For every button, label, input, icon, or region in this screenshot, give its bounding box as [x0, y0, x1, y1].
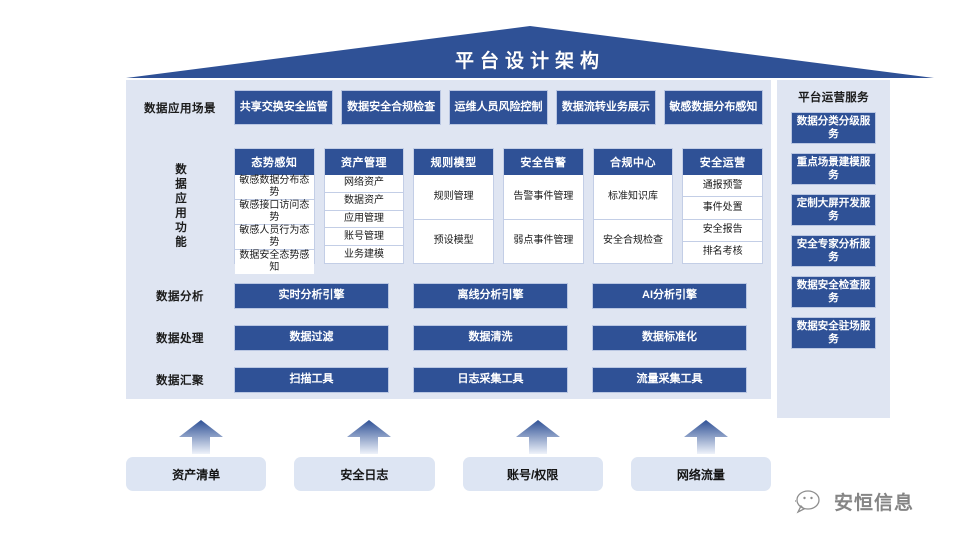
operations-service-item[interactable]: 数据安全检查服务 — [791, 276, 876, 308]
data-source-row: 资产清单 安全日志 账号/权限 网络流量 — [126, 457, 771, 491]
function-cell[interactable]: 事件处置 — [683, 196, 763, 219]
scenario-items: 共享交换安全监管 数据安全合规检查 运维人员风险控制 数据流转业务展示 敏感数据… — [234, 90, 771, 125]
scenario-item[interactable]: 共享交换安全监管 — [234, 90, 334, 125]
column-cells: 告警事件管理 弱点事件管理 — [504, 175, 583, 263]
operations-service-item[interactable]: 数据分类分级服务 — [791, 112, 876, 144]
function-column-compliance: 合规中心 标准知识库 安全合规检查 — [592, 148, 674, 264]
column-cells: 标准知识库 安全合规检查 — [593, 175, 673, 263]
up-arrow-icon — [684, 420, 728, 454]
operations-service-item[interactable]: 数据安全驻场服务 — [791, 317, 876, 349]
operations-service-item[interactable]: 定制大屏开发服务 — [791, 194, 876, 226]
column-header: 规则模型 — [414, 149, 494, 175]
function-cell[interactable]: 敏感数据分布态势 — [235, 175, 314, 199]
function-column-rule: 规则模型 规则管理 预设模型 — [413, 148, 495, 264]
function-cell[interactable]: 告警事件管理 — [504, 175, 583, 219]
column-header: 态势感知 — [235, 149, 314, 175]
function-cell[interactable]: 弱点事件管理 — [504, 218, 583, 263]
wechat-icon — [795, 489, 820, 513]
collection-item[interactable]: 扫描工具 — [234, 367, 389, 393]
column-header: 安全告警 — [504, 149, 583, 175]
column-header: 安全运营 — [683, 149, 763, 175]
data-source-item[interactable]: 账号/权限 — [462, 457, 603, 491]
analysis-row-label: 数据分析 — [156, 291, 204, 303]
processing-item[interactable]: 数据清洗 — [413, 325, 568, 351]
watermark-text: 安恒信息 — [834, 493, 915, 514]
column-cells: 敏感数据分布态势 敏感接口访问态势 敏感人员行为态势 数据安全态势感知 — [235, 175, 314, 274]
analysis-items: 实时分析引擎 离线分析引擎 AI分析引擎 — [234, 283, 771, 309]
function-cell[interactable]: 排名考核 — [683, 240, 763, 263]
function-cell[interactable]: 业务建模 — [324, 245, 404, 263]
function-column-alert: 安全告警 告警事件管理 弱点事件管理 — [503, 148, 584, 264]
function-cell[interactable]: 规则管理 — [414, 175, 494, 219]
data-flow-arrows — [126, 420, 771, 454]
function-row-label-text: 数据应用功能 — [174, 162, 186, 250]
collection-item[interactable]: 日志采集工具 — [413, 367, 568, 393]
scenario-row-label: 数据应用场景 — [144, 102, 216, 115]
collection-item[interactable]: 流量采集工具 — [592, 367, 747, 393]
roof-banner: 平台设计架构 — [126, 26, 934, 78]
function-cell[interactable]: 敏感接口访问态势 — [235, 199, 314, 224]
analysis-item[interactable]: 离线分析引擎 — [413, 283, 568, 309]
operations-service-item[interactable]: 安全专家分析服务 — [791, 235, 876, 267]
scenario-item[interactable]: 数据流转业务展示 — [556, 90, 656, 125]
column-cells: 规则管理 预设模型 — [414, 175, 494, 263]
scenario-item[interactable]: 运维人员风险控制 — [448, 90, 549, 125]
collection-row-label: 数据汇聚 — [156, 375, 204, 387]
scenario-item[interactable]: 敏感数据分布感知 — [663, 90, 764, 125]
function-cell[interactable]: 标准知识库 — [593, 175, 673, 219]
function-cell[interactable]: 数据安全态势感知 — [235, 249, 314, 274]
processing-items: 数据过滤 数据清洗 数据标准化 — [234, 325, 771, 351]
function-column-situation: 态势感知 敏感数据分布态势 敏感接口访问态势 敏感人员行为态势 数据安全态势感知 — [234, 148, 315, 274]
collection-items: 扫描工具 日志采集工具 流量采集工具 — [234, 367, 771, 393]
column-cells: 网络资产 数据资产 应用管理 账号管理 业务建模 — [324, 175, 404, 263]
function-column-operation: 安全运营 通报预警 事件处置 安全报告 排名考核 — [682, 148, 764, 264]
column-cells: 通报预警 事件处置 安全报告 排名考核 — [683, 175, 763, 263]
up-arrow-icon — [179, 420, 223, 454]
scenario-row: 数据应用场景 共享交换安全监管 数据安全合规检查 运维人员风险控制 数据流转业务… — [126, 80, 771, 135]
function-columns: 态势感知 敏感数据分布态势 敏感接口访问态势 敏感人员行为态势 数据安全态势感知… — [234, 139, 771, 274]
function-cell[interactable]: 网络资产 — [324, 175, 404, 192]
analysis-row: 数据分析 实时分析引擎 离线分析引擎 AI分析引擎 — [126, 277, 771, 315]
function-cell[interactable]: 通报预警 — [683, 175, 763, 197]
function-cell[interactable]: 安全报告 — [683, 218, 763, 241]
operations-panel-title: 平台运营服务 — [798, 92, 869, 104]
page-title: 平台设计架构 — [454, 51, 605, 72]
data-source-item[interactable]: 网络流量 — [630, 457, 771, 491]
function-cell[interactable]: 应用管理 — [324, 209, 404, 228]
watermark: 安恒信息 — [795, 488, 914, 515]
analysis-item[interactable]: AI分析引擎 — [592, 283, 747, 309]
analysis-item[interactable]: 实时分析引擎 — [234, 283, 389, 309]
processing-item[interactable]: 数据过滤 — [234, 325, 389, 351]
function-cell[interactable]: 预设模型 — [414, 218, 494, 263]
up-arrow-icon — [347, 420, 391, 454]
processing-row-label: 数据处理 — [156, 333, 204, 345]
main-platform-panel: 数据应用场景 共享交换安全监管 数据安全合规检查 运维人员风险控制 数据流转业务… — [126, 80, 771, 399]
function-cell[interactable]: 敏感人员行为态势 — [235, 224, 314, 249]
function-cell[interactable]: 安全合规检查 — [593, 218, 673, 263]
column-header: 合规中心 — [593, 149, 673, 175]
function-cell[interactable]: 账号管理 — [324, 227, 404, 246]
roof-triangle-icon — [126, 26, 934, 78]
processing-row: 数据处理 数据过滤 数据清洗 数据标准化 — [126, 319, 771, 357]
function-row: 数据应用功能 态势感知 敏感数据分布态势 敏感接口访问态势 敏感人员行为态势 数… — [126, 139, 771, 274]
operations-service-item[interactable]: 重点场景建模服务 — [791, 153, 876, 185]
function-row-label: 数据应用功能 — [126, 139, 234, 273]
processing-item[interactable]: 数据标准化 — [592, 325, 747, 351]
data-source-item[interactable]: 资产清单 — [126, 457, 267, 491]
function-column-asset: 资产管理 网络资产 数据资产 应用管理 账号管理 业务建模 — [323, 148, 405, 264]
operations-service-list: 数据分类分级服务 重点场景建模服务 定制大屏开发服务 安全专家分析服务 数据安全… — [777, 112, 890, 359]
collection-row: 数据汇聚 扫描工具 日志采集工具 流量采集工具 — [126, 361, 771, 399]
scenario-item[interactable]: 数据安全合规检查 — [341, 90, 441, 125]
up-arrow-icon — [516, 420, 560, 454]
data-source-item[interactable]: 安全日志 — [294, 457, 435, 491]
column-header: 资产管理 — [324, 149, 404, 175]
operations-services-panel: 平台运营服务 数据分类分级服务 重点场景建模服务 定制大屏开发服务 安全专家分析… — [777, 80, 890, 418]
function-cell[interactable]: 数据资产 — [324, 191, 404, 210]
